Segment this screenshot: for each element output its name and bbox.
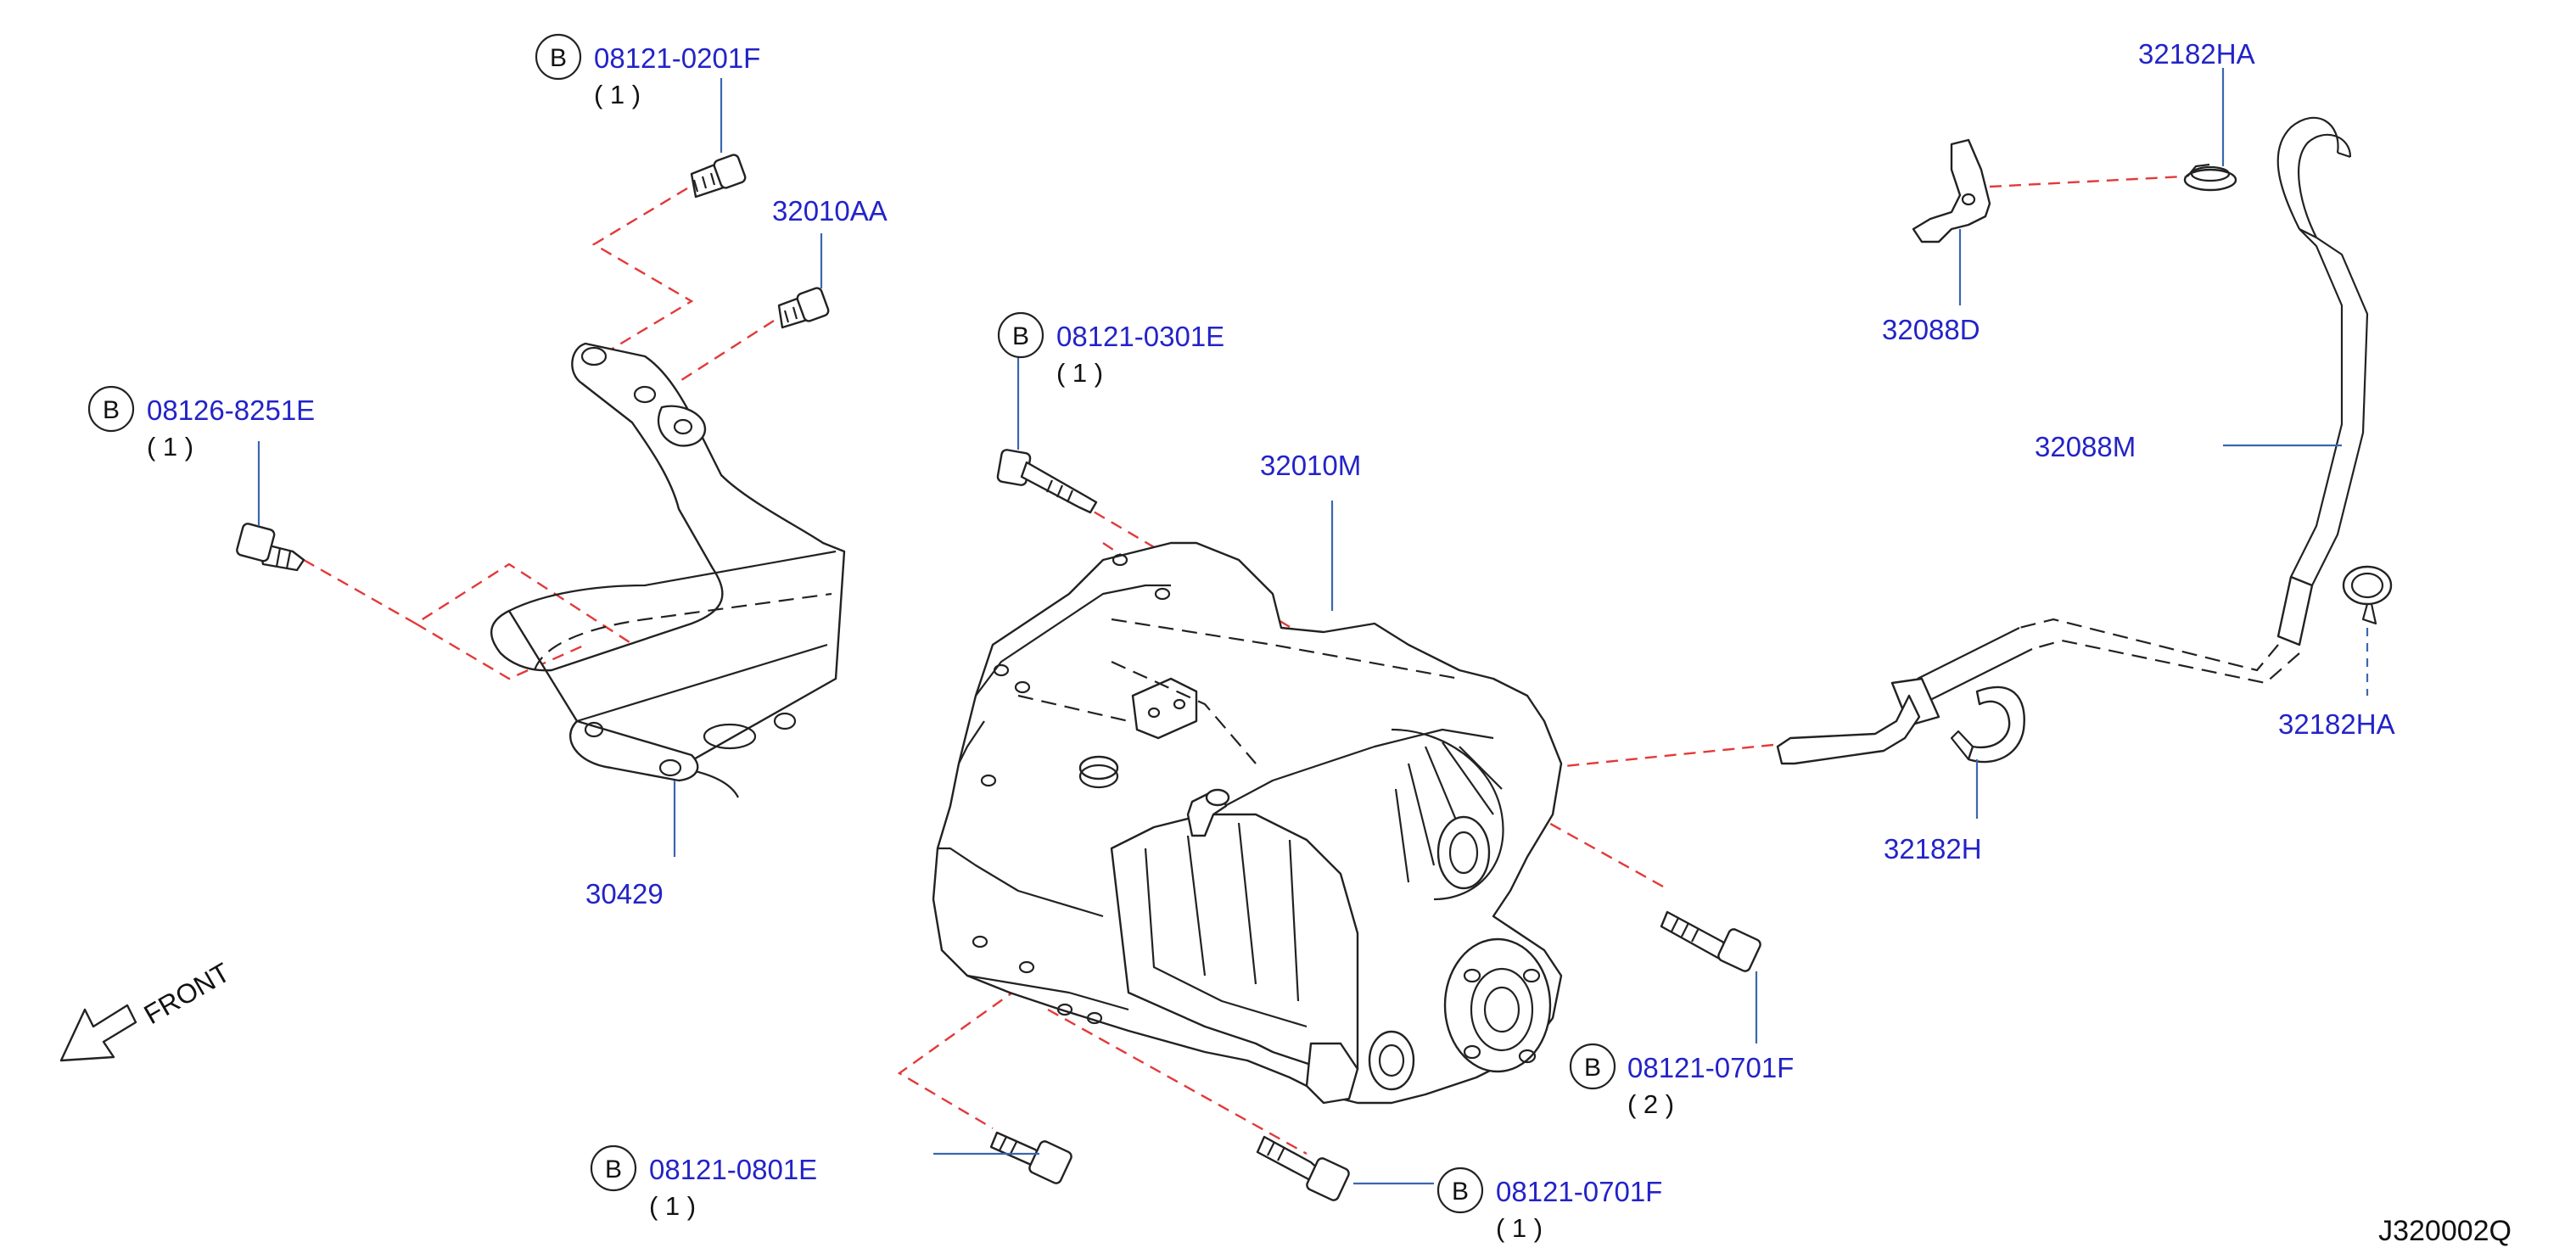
quantity-08121-0701f-a: ( 2 ) [1627, 1089, 1674, 1119]
part-number-08121-0801e: 08121-0801E [649, 1154, 817, 1185]
svg-text:B: B [605, 1155, 622, 1183]
svg-text:B: B [1012, 322, 1029, 350]
quantity-08121-0701f-b: ( 1 ) [1496, 1213, 1543, 1243]
bolt-08121-0701f-b-part [1256, 1135, 1350, 1201]
part-number-08121-0301e: 08121-0301E [1056, 321, 1224, 352]
part-number-08121-0701f-b: 08121-0701F [1496, 1176, 1662, 1207]
clip-32182ha-right-part [2342, 565, 2393, 625]
transaxle-case-32010m-part [932, 541, 1563, 1105]
bolt-08126-8251e-part [236, 523, 305, 572]
part-number-32010aa: 32010AA [772, 195, 888, 227]
part-number-30429: 30429 [585, 878, 664, 909]
part-number-32010m: 32010M [1260, 450, 1361, 481]
front-arrow-icon [59, 1004, 137, 1062]
bolt-32010aa-part [777, 287, 830, 329]
svg-text:B: B [550, 44, 567, 72]
b-mark-08121-0801e: B [590, 1144, 637, 1192]
bolt-08121-0801e-part [989, 1131, 1072, 1184]
part-number-08121-0201f: 08121-0201F [594, 42, 760, 74]
leader-lines [257, 68, 2369, 1185]
diagram-code: J320002Q [2378, 1215, 2512, 1247]
quantity-08126-8251e: ( 1 ) [147, 432, 193, 462]
part-number-32088d: 32088D [1882, 314, 1980, 345]
svg-text:B: B [103, 396, 120, 424]
part-number-32088m: 32088M [2035, 431, 2136, 462]
part-number-32182ha-top: 32182HA [2138, 38, 2255, 70]
clip-32182ha-top-part [2183, 163, 2237, 192]
bracket-32088d-part [1912, 138, 1991, 243]
part-number-32182ha-right: 32182HA [2278, 708, 2395, 740]
front-label: FRONT [139, 957, 235, 1030]
bolt-08121-0301e-part [996, 449, 1098, 514]
b-mark-08121-0301e: B [997, 311, 1044, 359]
bolt-08121-0701f-a-part [1660, 910, 1761, 972]
b-mark-08126-8251e: B [87, 385, 135, 433]
b-mark-08121-0201f: B [535, 33, 582, 81]
svg-text:B: B [1452, 1178, 1469, 1206]
clamp-32182h-part [1950, 685, 2025, 764]
part-number-08126-8251e: 08126-8251E [147, 394, 315, 426]
part-number-08121-0701f-a: 08121-0701F [1627, 1052, 1794, 1083]
quantity-08121-0201f: ( 1 ) [594, 80, 641, 109]
front-direction-indicator: FRONT [59, 957, 235, 1062]
bracket-30429-part [490, 342, 846, 798]
part-number-32182h: 32182H [1884, 833, 1982, 865]
b-mark-08121-0701f-a: B [1569, 1043, 1616, 1090]
svg-text:B: B [1584, 1054, 1601, 1082]
hose-32088m-part [1776, 116, 2369, 765]
quantity-08121-0801e: ( 1 ) [649, 1191, 696, 1221]
bolt-08121-0201f-part [690, 154, 747, 199]
b-mark-08121-0701f-b: B [1436, 1167, 1484, 1214]
quantity-08121-0301e: ( 1 ) [1056, 358, 1103, 388]
